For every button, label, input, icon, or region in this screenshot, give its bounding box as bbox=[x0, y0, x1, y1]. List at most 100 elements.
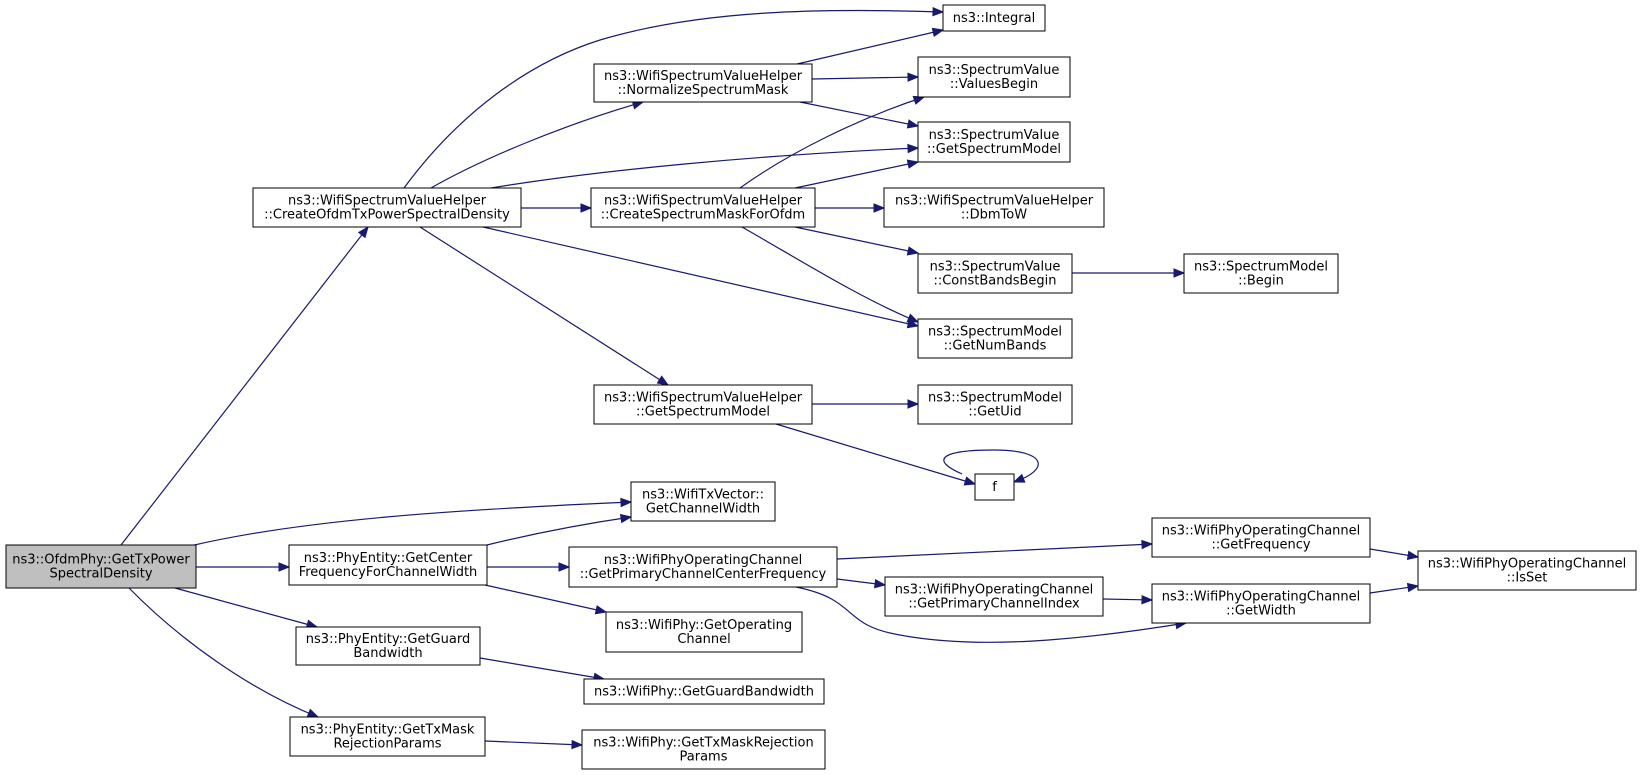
edge-line bbox=[741, 226, 919, 323]
arrow-head bbox=[1173, 268, 1186, 278]
edge-line bbox=[811, 76, 919, 80]
arrow-head bbox=[906, 246, 920, 256]
node-box[interactable] bbox=[917, 56, 1071, 98]
node-box[interactable] bbox=[1151, 517, 1371, 558]
node-label: FrequencyForChannelWidth bbox=[299, 565, 478, 580]
node-valuesBegin[interactable]: ns3::SpectrumValue::ValuesBegin bbox=[917, 56, 1071, 98]
node-wsvhGetModel[interactable]: ns3::WifiSpectrumValueHelper::GetSpectru… bbox=[593, 384, 813, 425]
node-box[interactable] bbox=[917, 121, 1071, 163]
node-box[interactable] bbox=[884, 576, 1104, 617]
node-label: RejectionParams bbox=[333, 737, 441, 752]
arrow-head bbox=[912, 95, 926, 105]
edge-line bbox=[775, 423, 976, 485]
node-label: ns3::WifiSpectrumValueHelper bbox=[604, 194, 803, 209]
node-label: ::NormalizeSpectrumMask bbox=[618, 83, 789, 98]
edge-centerFreq-to-primaryCenter bbox=[487, 562, 571, 572]
arrow-head bbox=[620, 497, 633, 508]
edge-createMask-to-numBands bbox=[741, 226, 920, 323]
node-label: ns3::OfdmPhy::GetTxPower bbox=[12, 553, 190, 568]
node-smBegin[interactable]: ns3::SpectrumModel::Begin bbox=[1183, 253, 1339, 294]
node-isSet[interactable]: ns3::WifiPhyOperatingChannel::IsSet bbox=[1417, 550, 1637, 591]
node-getFrequency[interactable]: ns3::WifiPhyOperatingChannel::GetFrequen… bbox=[1151, 517, 1371, 558]
edge-createOfdm-to-integral bbox=[403, 6, 945, 189]
node-box[interactable] bbox=[590, 187, 816, 228]
node-normalize[interactable]: ns3::WifiSpectrumValueHelper::NormalizeS… bbox=[593, 63, 813, 103]
node-label: ns3::WifiSpectrumValueHelper bbox=[604, 69, 803, 84]
node-createMask[interactable]: ns3::WifiSpectrumValueHelper::CreateSpec… bbox=[590, 187, 816, 228]
node-label: ns3::WifiPhyOperatingChannel bbox=[1428, 557, 1627, 572]
arrow-head bbox=[906, 119, 920, 129]
node-box[interactable] bbox=[1151, 583, 1371, 624]
node-box[interactable] bbox=[605, 611, 803, 653]
node-label: ::GetFrequency bbox=[1211, 538, 1310, 553]
arrow-head bbox=[656, 375, 670, 386]
node-label: ns3::WifiPhyOperatingChannel bbox=[1162, 524, 1361, 539]
node-box[interactable] bbox=[942, 4, 1046, 32]
node-box[interactable] bbox=[289, 716, 486, 757]
edges-layer bbox=[120, 6, 1420, 750]
node-label: ns3::WifiSpectrumValueHelper bbox=[604, 391, 803, 406]
node-box[interactable] bbox=[295, 626, 481, 666]
node-label: ::IsSet bbox=[1507, 571, 1548, 586]
node-box[interactable] bbox=[583, 678, 825, 705]
node-centerFreq[interactable]: ns3::PhyEntity::GetCenterFrequencyForCha… bbox=[288, 544, 488, 586]
edge-createOfdm-to-createMask bbox=[521, 203, 593, 213]
node-box[interactable] bbox=[630, 481, 776, 522]
node-svGetModel[interactable]: ns3::SpectrumValue::GetSpectrumModel bbox=[917, 121, 1071, 163]
edge-root-to-chanWidth bbox=[189, 497, 633, 547]
arrow-head bbox=[1141, 539, 1154, 550]
arrow-head bbox=[278, 562, 291, 572]
node-integral[interactable]: ns3::Integral bbox=[942, 4, 1046, 32]
edge-root-to-centerFreq bbox=[196, 562, 291, 572]
node-label: ns3::WifiSpectrumValueHelper bbox=[288, 194, 487, 209]
node-label: ::GetUid bbox=[968, 405, 1021, 420]
node-box[interactable] bbox=[593, 384, 813, 425]
node-f[interactable]: f bbox=[974, 473, 1015, 501]
node-label: ns3::PhyEntity::GetTxMask bbox=[301, 723, 475, 738]
arrow-head bbox=[906, 313, 920, 323]
node-numBands[interactable]: ns3::SpectrumModel::GetNumBands bbox=[917, 318, 1073, 359]
node-phyGuardBw[interactable]: ns3::WifiPhy::GetGuardBandwidth bbox=[583, 678, 825, 705]
node-box[interactable] bbox=[883, 187, 1105, 228]
node-box[interactable] bbox=[5, 544, 197, 589]
node-createOfdm[interactable]: ns3::WifiSpectrumValueHelper::CreateOfdm… bbox=[252, 187, 522, 228]
node-box[interactable] bbox=[288, 544, 488, 586]
edge-normalize-to-valuesBegin bbox=[811, 72, 920, 82]
edge-getWidth-to-isSet bbox=[1369, 582, 1420, 594]
node-label: ns3::Integral bbox=[953, 11, 1035, 26]
node-constBands[interactable]: ns3::SpectrumValue::ConstBandsBegin bbox=[917, 253, 1073, 294]
nodes-layer: ns3::OfdmPhy::GetTxPowerSpectralDensityn… bbox=[5, 4, 1637, 770]
node-primaryIndex[interactable]: ns3::WifiPhyOperatingChannel::GetPrimary… bbox=[884, 576, 1104, 617]
arrow-head bbox=[931, 27, 945, 37]
node-box[interactable] bbox=[917, 384, 1073, 425]
node-box[interactable] bbox=[593, 63, 813, 103]
node-primaryCenter[interactable]: ns3::WifiPhyOperatingChannel::GetPrimary… bbox=[568, 546, 838, 588]
node-box[interactable] bbox=[568, 546, 838, 588]
node-box[interactable] bbox=[581, 729, 826, 770]
node-label: Bandwidth bbox=[353, 646, 422, 661]
edge-centerFreq-to-chanWidth bbox=[486, 513, 633, 546]
arrow-head bbox=[873, 203, 886, 213]
node-getWidth[interactable]: ns3::WifiPhyOperatingChannel::GetWidth bbox=[1151, 583, 1371, 624]
node-label: ns3::WifiPhyOperatingChannel bbox=[1162, 590, 1361, 605]
edge-line bbox=[484, 584, 607, 613]
node-guardBw[interactable]: ns3::PhyEntity::GetGuardBandwidth bbox=[295, 626, 481, 666]
node-label: ns3::WifiPhy::GetOperating bbox=[616, 618, 792, 633]
edge-createOfdm-to-wsvhGetModel bbox=[419, 226, 670, 386]
node-chanWidth[interactable]: ns3::WifiTxVector::GetChannelWidth bbox=[630, 481, 776, 522]
edge-getFrequency-to-isSet bbox=[1369, 548, 1420, 560]
node-box[interactable] bbox=[252, 187, 522, 228]
node-box[interactable] bbox=[917, 318, 1073, 359]
node-label: ::Begin bbox=[1238, 274, 1284, 289]
node-dbmToW[interactable]: ns3::WifiSpectrumValueHelper::DbmToW bbox=[883, 187, 1105, 228]
node-box[interactable] bbox=[974, 473, 1015, 501]
node-box[interactable] bbox=[1417, 550, 1637, 591]
edge-line bbox=[490, 147, 919, 189]
node-box[interactable] bbox=[917, 253, 1073, 294]
node-box[interactable] bbox=[1183, 253, 1339, 294]
node-getUid[interactable]: ns3::SpectrumModel::GetUid bbox=[917, 384, 1073, 425]
